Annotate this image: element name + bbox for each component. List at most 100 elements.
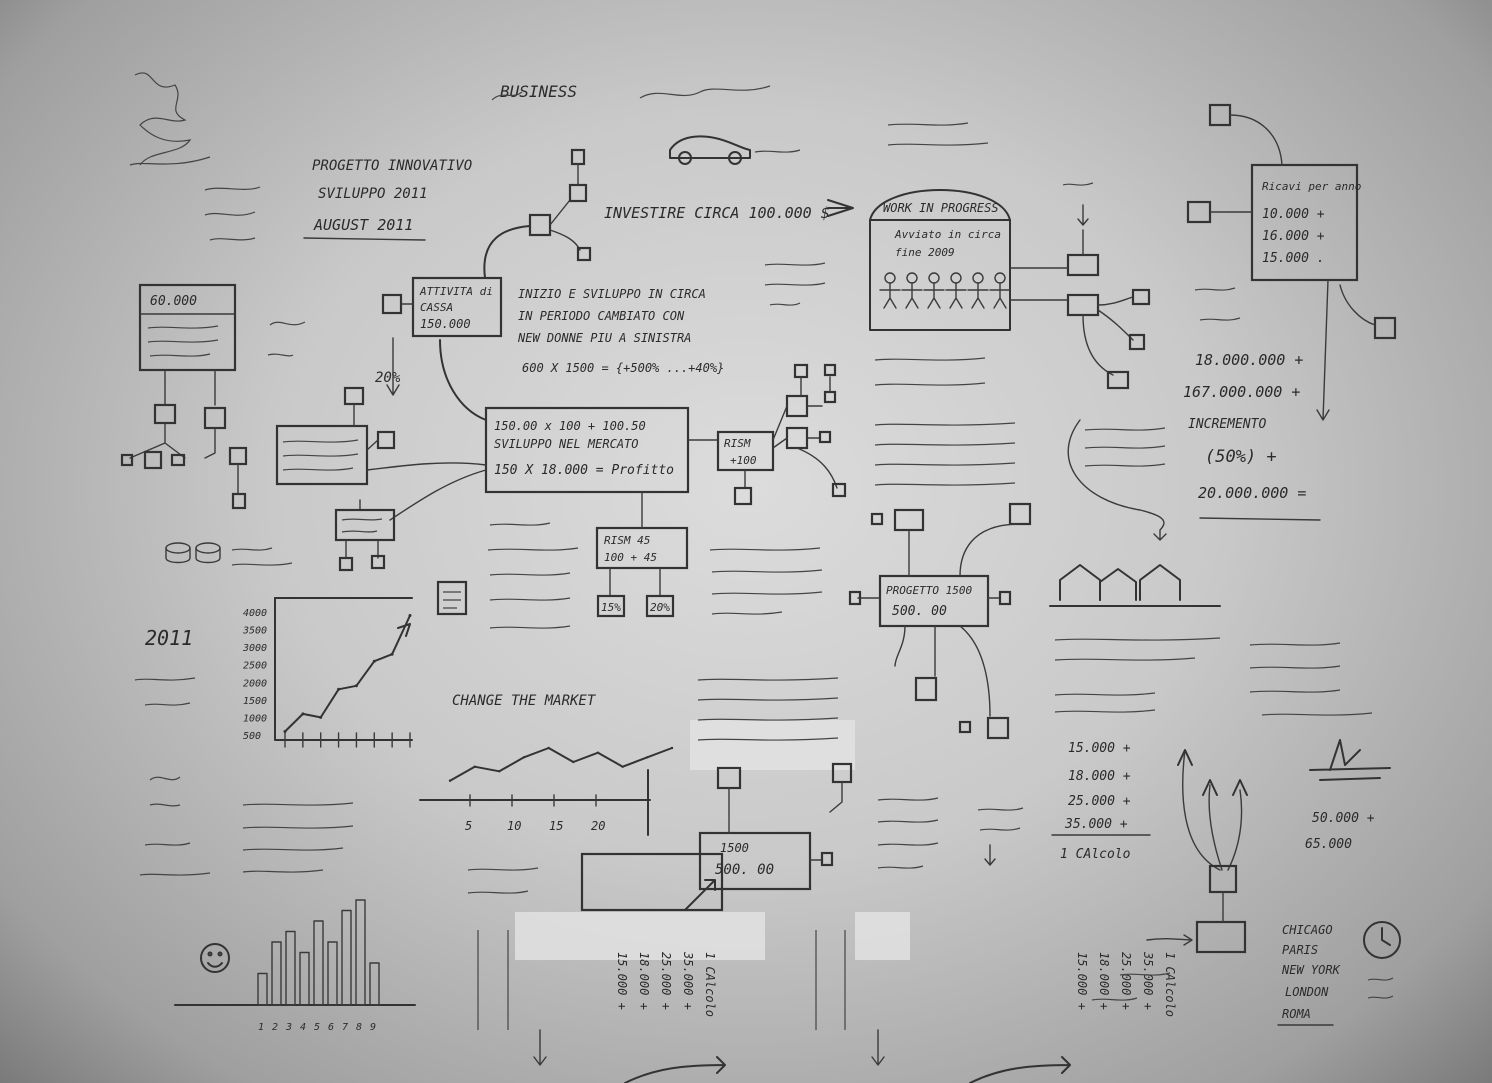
note-scribble	[697, 677, 839, 741]
right-bottom-l1: 50.000 +	[1312, 811, 1375, 826]
arrow-up-icon	[1177, 749, 1248, 796]
connector	[353, 403, 379, 451]
small-box	[1128, 333, 1146, 351]
small-box	[1008, 502, 1032, 526]
rot-sum-b2: 18.000 +	[1097, 952, 1111, 1010]
chart3-x-tick-label: 3	[285, 1022, 292, 1033]
connector	[164, 369, 216, 406]
small-box	[870, 512, 884, 526]
arrow-down-icon	[1077, 204, 1089, 226]
date-underline	[303, 237, 426, 241]
pct-15-label: 15%	[601, 601, 621, 614]
project2-l1: 1500	[720, 841, 749, 855]
rot-sum-b1: 15.000 +	[1075, 952, 1089, 1010]
arrow-right-icon	[827, 199, 854, 217]
box-scribble	[341, 518, 383, 533]
chart1-axes	[274, 597, 413, 741]
connector	[1339, 284, 1376, 326]
sum-l4: 35.000 +	[1064, 817, 1128, 832]
small-box	[120, 453, 134, 467]
small-box	[1131, 288, 1151, 306]
coins-icon	[165, 542, 221, 564]
small-box	[228, 446, 248, 466]
chart1-y-tick-label: 1500	[243, 696, 267, 707]
branch-lines	[1182, 749, 1243, 871]
rotated-sums-b: 15.000 + 18.000 + 25.000 + 35.000 + 1 CA…	[1075, 951, 1177, 1017]
activity-l3: 150.000	[420, 317, 471, 331]
lower-chart-box	[580, 852, 724, 912]
small-box	[203, 406, 227, 430]
document-lines	[443, 591, 461, 609]
percent-20-label: 20%	[375, 370, 401, 386]
box-scribble	[147, 325, 219, 357]
rot-sum-a2: 18.000 +	[637, 952, 651, 1010]
rot-sum-a1: 15.000 +	[615, 952, 629, 1010]
side-note-scribble	[267, 321, 306, 357]
sum-underline	[1199, 517, 1321, 521]
sum-l5: 1 CAlcolo	[1060, 847, 1131, 862]
signature-icon	[1309, 739, 1391, 781]
small-box	[376, 430, 396, 450]
chart3-bar	[313, 920, 324, 1006]
activity-l1: ATTIVITA di	[419, 285, 493, 298]
bigsum-l5: 20.000.000 =	[1198, 484, 1306, 502]
title-text: BUSINESS	[500, 82, 577, 101]
connector	[1229, 114, 1283, 166]
rot-sum-a4: 35.000 +	[681, 951, 695, 1010]
initial-l4: 600 X 1500 = {+500% ...+40%}	[522, 361, 724, 375]
connector	[439, 339, 487, 421]
chart1-y-tick-label: 1000	[243, 713, 267, 724]
chart3-bar	[369, 962, 380, 1006]
connector	[1009, 229, 1134, 376]
arrow-right-icon	[969, 1056, 1071, 1083]
city-1: CHICAGO	[1282, 923, 1333, 937]
chart3-bar	[271, 941, 282, 1006]
left-value-box	[138, 283, 237, 372]
activity-l2: CASSA	[420, 301, 453, 314]
pct-box-15	[596, 594, 626, 618]
chart3-x-tick-label: 7	[342, 1022, 348, 1033]
small-box	[893, 508, 925, 532]
initial-l2: IN PERIODO CAMBIATO CON	[518, 309, 685, 323]
note-scribble	[877, 797, 939, 869]
rot-sum-a3: 25.000 +	[659, 952, 673, 1010]
city-4: LONDON	[1285, 985, 1329, 999]
note-scribble	[1249, 642, 1373, 716]
small-box	[716, 766, 742, 790]
change-market-label: CHANGE THE MARKET	[452, 693, 597, 709]
chart1-y-tick-label: 2500	[243, 661, 267, 672]
small-box	[793, 363, 809, 379]
chart1-series-line	[284, 614, 411, 733]
connector	[204, 427, 239, 495]
note-scribble	[874, 357, 1016, 486]
small-box	[1195, 920, 1247, 954]
chart1-y-tick-label: 3000	[242, 643, 267, 654]
rotated-sums-a: 15.000 + 18.000 + 25.000 + 35.000 + 1 CA…	[615, 951, 717, 1017]
connector	[483, 225, 531, 279]
small-box	[143, 450, 163, 470]
arrow-down-icon	[1316, 279, 1330, 421]
rot-sum-b3: 25.000 +	[1119, 952, 1133, 1010]
small-box	[153, 403, 177, 425]
arrow-down-icon	[984, 844, 996, 866]
small-box	[831, 482, 847, 498]
investment-text: INVESTIRE CIRCA 100.000 $	[604, 204, 830, 222]
chart1-y-tick-label: 500	[243, 731, 261, 742]
note-scribble	[242, 802, 354, 873]
note-scribble	[887, 122, 1241, 321]
rot-sum-a5: 1 CAlcolo	[703, 952, 717, 1017]
chart1-y-tick-label: 2000	[243, 678, 267, 689]
chart3-bar	[285, 930, 296, 1006]
note-scribble	[1084, 427, 1166, 467]
small-box	[823, 390, 837, 404]
arrow-down-icon	[533, 1029, 885, 1066]
sum-l1: 15.000 +	[1068, 741, 1131, 756]
invest-box	[275, 424, 369, 486]
small-box	[733, 486, 753, 506]
document-icon	[436, 580, 468, 616]
chart3-bar	[355, 899, 366, 1006]
arrow-right-icon	[624, 1056, 726, 1083]
initial-l3: NEW DONNE PIU A SINISTRA	[517, 331, 691, 345]
